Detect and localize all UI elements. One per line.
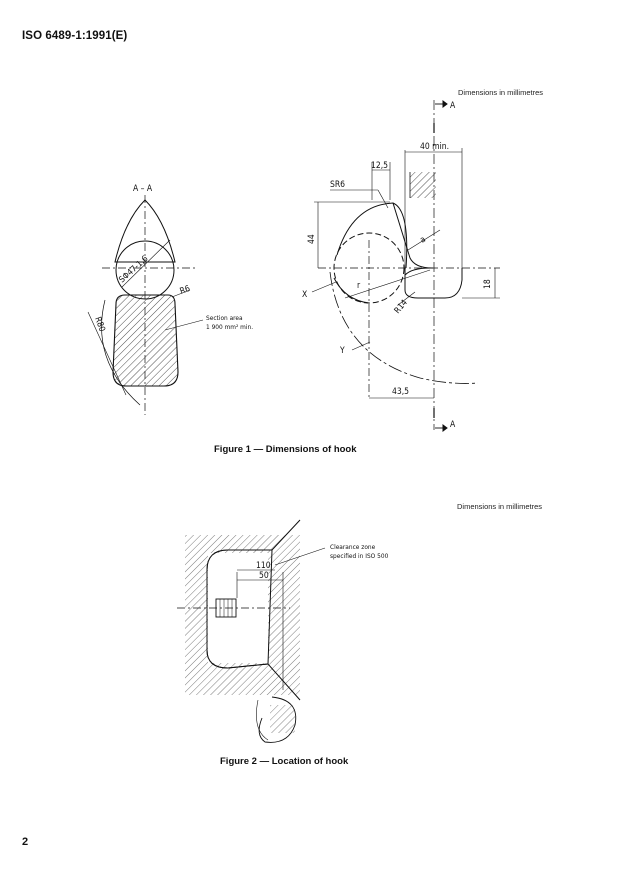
label-12-5: 12,5 <box>371 161 388 171</box>
figure1-caption: Figure 1 — Dimensions of hook <box>214 444 357 455</box>
label-a: a <box>419 235 428 246</box>
label-a-top: A <box>450 101 456 111</box>
label-section-area-value: 1 900 mm² min. <box>206 323 253 331</box>
page-number: 2 <box>22 836 29 848</box>
label-18: 18 <box>483 279 493 289</box>
figure1-dimensions-note: Dimensions in millimetres <box>458 88 544 97</box>
label-r: r <box>357 281 361 291</box>
label-x: X <box>302 290 307 300</box>
figure2-dimensions-note: Dimensions in millimetres <box>457 502 543 511</box>
label-y: Y <box>339 346 345 356</box>
label-44: 44 <box>307 234 317 244</box>
figure2-drawing <box>177 519 326 743</box>
figure2-caption: Figure 2 — Location of hook <box>220 756 349 767</box>
label-sphere-diameter: SΦ47-1,6 <box>117 254 150 285</box>
label-40-min: 40 min. <box>420 142 449 152</box>
label-110: 110 <box>256 561 271 571</box>
label-r6: R6 <box>179 284 192 297</box>
label-section-area-title: Section area <box>206 314 243 322</box>
label-clearance-spec: specified in ISO 500 <box>330 552 389 560</box>
label-r80: R80 <box>92 316 107 334</box>
section-aa-shape <box>87 195 204 415</box>
document-id: ISO 6489-1:1991(E) <box>22 30 128 42</box>
label-43-5: 43,5 <box>392 387 409 397</box>
label-50: 50 <box>259 571 269 581</box>
label-clearance-zone: Clearance zone <box>330 543 376 551</box>
hook-side-view <box>311 100 500 432</box>
label-sr6: SR6 <box>330 180 345 190</box>
label-a-bottom: A <box>450 420 456 430</box>
label-section-aa: A – A <box>133 184 153 194</box>
label-r14: R14 <box>393 298 410 316</box>
